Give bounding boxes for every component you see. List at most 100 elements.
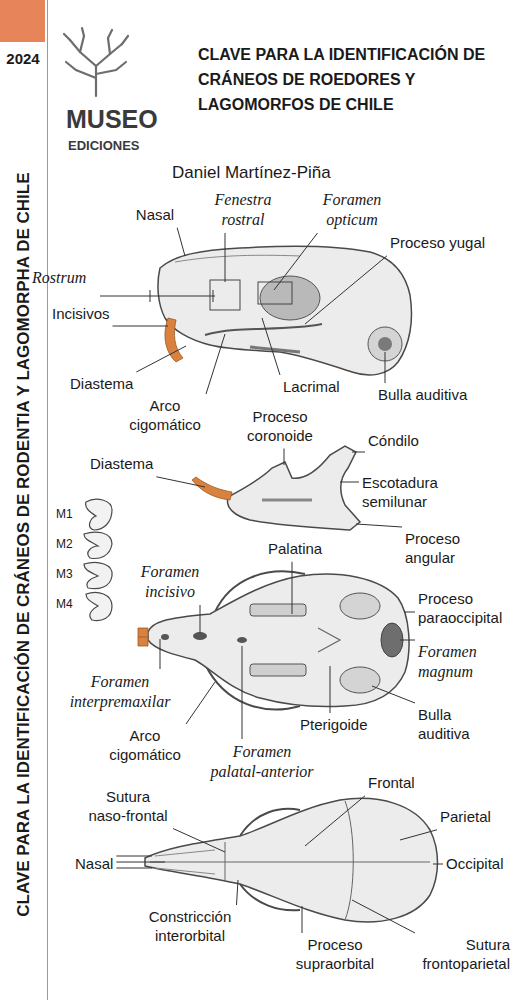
part-label: Incisivos (52, 305, 110, 324)
drawing-part (96, 62, 126, 74)
skull-lateral (158, 246, 412, 375)
leader-line (116, 868, 152, 869)
drawing-part (237, 637, 247, 643)
leader-line (186, 682, 215, 724)
spine-rule (47, 0, 48, 1000)
drawing-part (84, 563, 112, 589)
tooth-label: M1 (56, 507, 73, 522)
part-label: Sutura frontoparietal (418, 936, 510, 974)
drawing-part (381, 623, 403, 657)
part-label: Pterigoide (300, 716, 368, 735)
drawing-part (378, 337, 392, 351)
drawing-part (227, 446, 360, 530)
part-label: Proceso yugal (390, 234, 485, 253)
part-label: Foramen interpremaxilar (68, 672, 173, 712)
author-name: Daniel Martínez-Piña (172, 162, 331, 183)
leader-line (292, 562, 293, 614)
part-label: Nasal (75, 855, 113, 874)
leader-line (116, 856, 152, 857)
part-label: Foramen palatal-anterior (208, 742, 316, 782)
leader-line (116, 862, 165, 863)
part-label: Escotadura semilunar (362, 474, 442, 512)
part-label: Diastema (90, 455, 153, 474)
part-label: Occipital (446, 855, 504, 874)
leader-line (372, 686, 415, 703)
drawing-part (258, 282, 292, 304)
leader-line (352, 900, 415, 933)
molar-row (84, 499, 112, 620)
drawing-part (150, 862, 430, 863)
drawing-part (192, 477, 232, 500)
leader-line (400, 830, 437, 840)
leader-line (284, 449, 285, 466)
drawing-part (84, 532, 112, 558)
tooth-label: M2 (56, 537, 73, 552)
part-label: Bulla auditiva (378, 386, 467, 405)
skull-dorsal (145, 798, 438, 922)
drawing-part (225, 842, 226, 880)
leader-line (274, 233, 318, 290)
leader-line (400, 640, 415, 641)
drawing-part (108, 38, 110, 54)
leader-line (242, 646, 243, 739)
leader-line (385, 352, 386, 383)
drawing-part (250, 664, 306, 676)
drawing-part (318, 628, 340, 652)
part-label: Fenestra rostral (213, 190, 274, 230)
part-label: Bulla auditiva (418, 706, 474, 744)
leader-line (404, 612, 415, 613)
drawing-part (161, 634, 169, 640)
leader-line (305, 796, 365, 846)
part-label: Frontal (368, 774, 415, 793)
leader-line (173, 829, 225, 853)
leader-line (136, 346, 186, 372)
year: 2024 (6, 50, 39, 69)
leader-line (113, 326, 168, 327)
leader-line (433, 864, 443, 865)
leader-line (330, 666, 331, 713)
part-label: Proceso angular (405, 530, 465, 568)
drawing-part (80, 36, 84, 52)
drawing-part (193, 632, 207, 640)
part-label: Foramen magnum (418, 642, 481, 682)
publisher-name: MUSEO (66, 104, 158, 135)
part-label: Palatina (268, 540, 322, 559)
drawing-part (145, 798, 438, 922)
drawing-part (86, 499, 112, 530)
logo-tree (64, 28, 128, 96)
part-label: Foramen incisivo (139, 562, 202, 602)
part-label: Lacrimal (283, 378, 340, 397)
leader-line (262, 318, 280, 375)
drawing-part (340, 667, 380, 693)
part-label: Diastema (70, 375, 133, 394)
part-label: Sutura naso-frontal (86, 788, 170, 826)
drawing-part (260, 276, 320, 320)
mandible (192, 446, 360, 530)
part-label: Cóndilo (368, 432, 419, 451)
part-label: Proceso supraorbital (294, 936, 377, 974)
leader-line (356, 524, 402, 527)
leader-line (340, 482, 359, 483)
corner-square (0, 0, 45, 42)
tooth-label: M4 (56, 597, 73, 612)
spine-title: CLAVE PARA LA IDENTIFICACIÓN DE CRÁNEOS … (12, 173, 33, 917)
part-label: Arco cigomático (107, 727, 183, 765)
part-label: Foramen opticum (321, 190, 384, 230)
part-label: Proceso coronoide (245, 408, 315, 446)
part-label: Rostrum (32, 268, 86, 288)
cover-title: CLAVE PARA LA IDENTIFICACIÓN DE CRÁNEOS … (198, 42, 510, 117)
leader-line (302, 906, 303, 933)
leader-line (177, 228, 185, 256)
drawing-part (66, 62, 96, 78)
leader-line (352, 452, 365, 453)
part-label: Constricción interorbital (147, 908, 234, 946)
drawing-part (205, 324, 322, 335)
leader-line (237, 880, 239, 905)
drawing-part (250, 604, 306, 616)
drawing-part (340, 593, 380, 619)
tooth-label: M3 (56, 567, 73, 582)
leader-line (305, 256, 387, 324)
leader-line (200, 605, 201, 633)
part-label: Parietal (440, 808, 491, 827)
